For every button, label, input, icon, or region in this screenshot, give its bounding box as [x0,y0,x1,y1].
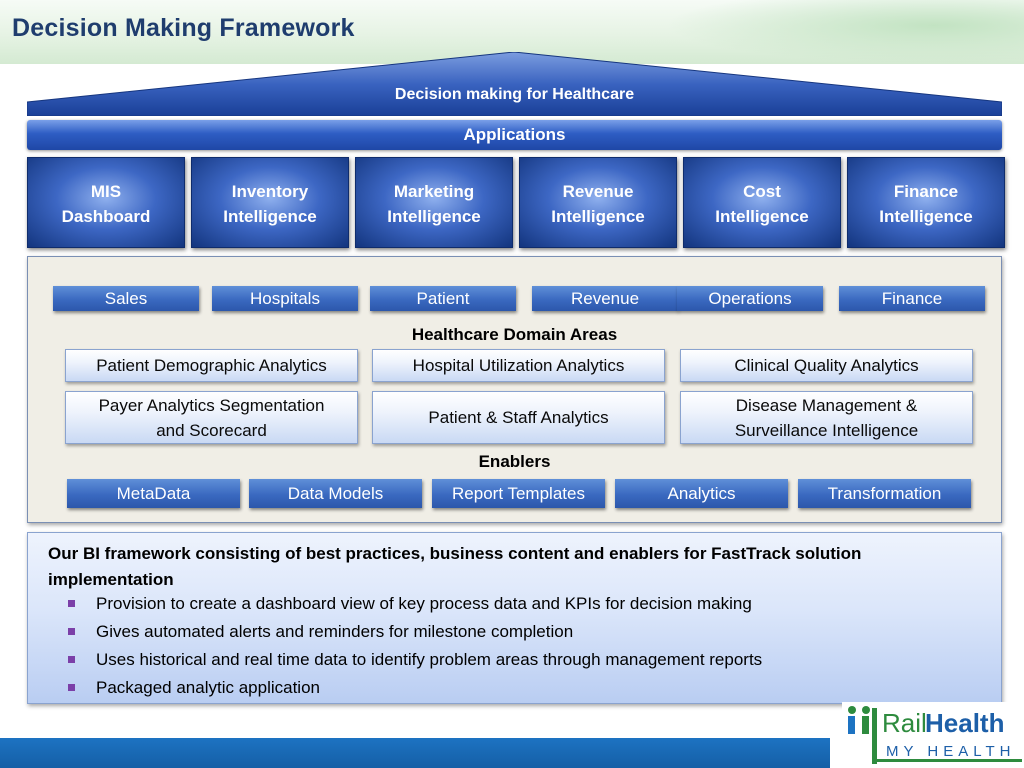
railhealth-logo: Rail Health MY HEALTH [842,702,1024,768]
pillar-mis-dashboard: MIS Dashboard [27,157,185,248]
analytics-hospital-utilization: Hospital Utilization Analytics [372,349,665,382]
applications-bar: Applications [27,120,1002,150]
pillar-marketing-intelligence: Marketing Intelligence [355,157,513,248]
domain-finance: Finance [839,286,985,311]
analytics-clinical-quality: Clinical Quality Analytics [680,349,973,382]
square-bullet-icon [68,684,75,691]
pillar-line1: Inventory [231,182,309,201]
pillar-line2: Intelligence [879,207,973,226]
logo-tagline: MY HEALTH [886,743,1015,760]
header-glare [664,0,1024,64]
enablers-label: Enablers [478,452,551,471]
pillar-cost-intelligence: Cost Intelligence [683,157,841,248]
pillar-line2: Intelligence [387,207,481,226]
pillar-line1: Marketing [393,182,475,201]
enabler-report-templates: Report Templates [432,479,605,508]
enabler-transformation: Transformation [798,479,971,508]
pillar-line1: Finance [893,182,959,201]
pillar-finance-intelligence: Finance Intelligence [847,157,1005,248]
enabler-metadata: MetaData [67,479,240,508]
logo-mark-icon: Rail Health MY HEALTH [842,702,1024,768]
analytics-label: Patient & Staff Analytics [428,408,609,427]
summary-box: Our BI framework consisting of best prac… [27,532,1002,704]
domain-areas-label: Healthcare Domain Areas [411,325,618,344]
list-item: Packaged analytic application [68,674,762,702]
analytics-label: Patient Demographic Analytics [96,356,327,375]
analytics-line2: Surveillance Intelligence [734,420,919,440]
list-item-text: Packaged analytic application [96,678,320,697]
square-bullet-icon [68,600,75,607]
list-item-text: Uses historical and real time data to id… [96,650,763,669]
pillar-line2: Dashboard [61,207,151,226]
analytics-patient-demographic: Patient Demographic Analytics [65,349,358,382]
analytics-label: Hospital Utilization Analytics [412,356,625,375]
roof-label: Decision making for Healthcare [394,86,635,103]
enabler-data-models: Data Models [249,479,422,508]
domain-sales: Sales [53,286,199,311]
enabler-analytics: Analytics [615,479,788,508]
domain-revenue: Revenue [532,286,678,311]
square-bullet-icon [68,656,75,663]
summary-heading: Our BI framework consisting of best prac… [48,544,862,589]
list-item: Uses historical and real time data to id… [68,646,762,674]
pillar-line2: Intelligence [551,207,645,226]
pillar-line1: Cost [743,182,781,201]
analytics-patient-staff: Patient & Staff Analytics [372,391,665,444]
roof-shape [27,52,1002,116]
footer-bar [0,738,830,768]
page-title: Decision Making Framework [12,14,355,42]
summary-list: Provision to create a dashboard view of … [68,590,762,702]
list-item: Gives automated alerts and reminders for… [68,618,762,646]
analytics-disease-management: Disease Management & Surveillance Intell… [680,391,973,444]
analytics-payer-segmentation: Payer Analytics Segmentation and Scoreca… [65,391,358,444]
pillar-line1: MIS [90,182,122,201]
pillar-line2: Intelligence [223,207,317,226]
pillar-line2: Intelligence [715,207,809,226]
analytics-line2: and Scorecard [156,420,267,440]
logo-brand-rail: Rail [882,708,927,738]
analytics-line1: Payer Analytics Segmentation [98,395,325,415]
domain-patient: Patient [370,286,516,311]
pillar-inventory-intelligence: Inventory Intelligence [191,157,349,248]
roof-banner: Decision making for Healthcare [27,52,1002,116]
list-item: Provision to create a dashboard view of … [68,590,762,618]
pillar-line1: Revenue [562,182,634,201]
analytics-line1: Disease Management & [735,395,918,415]
domain-hospitals: Hospitals [212,286,358,311]
pillar-revenue-intelligence: Revenue Intelligence [519,157,677,248]
square-bullet-icon [68,628,75,635]
analytics-label: Clinical Quality Analytics [734,356,919,375]
list-item-text: Provision to create a dashboard view of … [96,594,752,613]
list-item-text: Gives automated alerts and reminders for… [96,622,574,641]
logo-brand-health: Health [925,708,1004,738]
domain-operations: Operations [677,286,823,311]
